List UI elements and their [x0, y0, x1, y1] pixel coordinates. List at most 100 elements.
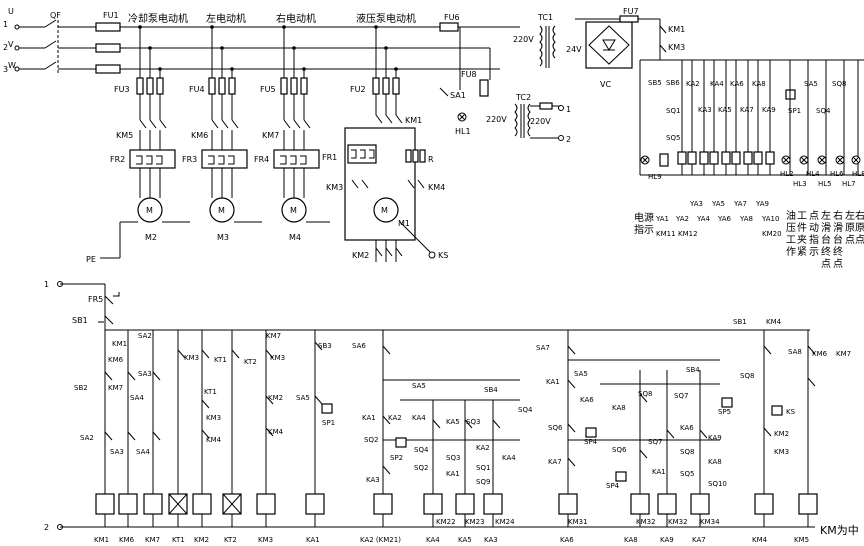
- svg-text:终: 终: [833, 245, 843, 258]
- ka9-rt-label: KA9: [762, 106, 776, 114]
- coil-row: KM1 KM6 KM7 KT1 KM2 KT2 KM3 KA1 KA2 (KM2…: [94, 493, 859, 544]
- svg-text:件: 件: [797, 222, 807, 234]
- svg-text:SQ7: SQ7: [648, 438, 662, 446]
- svg-text:点: 点: [809, 210, 819, 222]
- fu1-label: FU1: [103, 11, 119, 20]
- svg-text:SQ2: SQ2: [414, 464, 428, 472]
- svg-text:SA5: SA5: [412, 382, 426, 390]
- svg-text:SQ8: SQ8: [680, 448, 694, 456]
- svg-text:SQ9: SQ9: [476, 478, 490, 486]
- ya3-label: YA3: [689, 200, 703, 208]
- svg-text:SP1: SP1: [322, 419, 335, 427]
- fu3-label: FU3: [114, 85, 130, 94]
- hl2-label: HL2: [780, 170, 794, 178]
- svg-text:SQ2: SQ2: [364, 436, 378, 444]
- ya4-label: YA4: [696, 215, 711, 223]
- svg-text:原: 原: [845, 222, 855, 234]
- km1-hyd-label: KM1: [405, 116, 422, 125]
- ka8-rt-label: KA8: [752, 80, 766, 88]
- coil-kt1: KT1: [172, 536, 185, 544]
- svg-text:KA4: KA4: [412, 414, 426, 422]
- svg-text:KA8: KA8: [708, 458, 722, 466]
- svg-text:点: 点: [821, 258, 831, 270]
- rail-2-label: 2: [44, 523, 49, 532]
- svg-text:SA7: SA7: [536, 344, 550, 352]
- svg-text:滑: 滑: [821, 222, 831, 234]
- svg-text:KM6: KM6: [812, 350, 828, 358]
- svg-text:SB3: SB3: [318, 342, 332, 350]
- v220-a-label: 220V: [513, 35, 534, 44]
- fu2-label: FU2: [350, 85, 366, 94]
- svg-text:KA3: KA3: [366, 476, 380, 484]
- caption-km11: KM11: [656, 230, 676, 238]
- coil-sub-km31: KM31: [568, 518, 588, 526]
- coil-sub-km24: KM24: [495, 518, 515, 526]
- svg-text:SQ8: SQ8: [638, 390, 652, 398]
- ya6-label: YA6: [717, 215, 732, 223]
- ya1-label: YA1: [655, 215, 669, 223]
- fu6-label: FU6: [444, 13, 460, 22]
- svg-text:KA8: KA8: [612, 404, 626, 412]
- svg-text:油: 油: [786, 209, 796, 222]
- svg-text:SA3: SA3: [110, 448, 124, 456]
- km4-hyd-label: KM4: [428, 183, 445, 192]
- svg-text:SP2: SP2: [390, 454, 403, 462]
- svg-text:工: 工: [797, 211, 807, 222]
- v24-label: 24V: [566, 45, 582, 54]
- ks-label: KS: [438, 251, 448, 260]
- coil-sub-km34: KM34: [700, 518, 720, 526]
- ka2-rt-label: KA2: [686, 80, 700, 88]
- svg-text:KA1: KA1: [652, 468, 666, 476]
- svg-text:KA7: KA7: [548, 458, 562, 466]
- svg-text:SB1: SB1: [733, 318, 747, 326]
- svg-text:台: 台: [833, 233, 843, 246]
- svg-text:KM7: KM7: [108, 384, 123, 392]
- v220-b-label: 220V: [486, 115, 507, 124]
- caption-km12: KM12: [678, 230, 698, 238]
- coil-sub-km32a: KM32: [636, 518, 656, 526]
- svg-text:SB4: SB4: [484, 386, 498, 394]
- coil-ka5: KA5: [458, 536, 472, 544]
- hl4-label: HL4: [806, 170, 820, 178]
- svg-text:SA5: SA5: [574, 370, 588, 378]
- svg-text:SP5: SP5: [718, 408, 731, 416]
- terminal-1-label: 1: [566, 105, 571, 114]
- control-circuit: 1 FR5 SB1 2: [44, 280, 851, 532]
- svg-text:滑: 滑: [833, 222, 843, 234]
- svg-text:KT1: KT1: [204, 388, 217, 396]
- ya8-label: YA8: [739, 215, 753, 223]
- rt-km3-label: KM3: [668, 43, 685, 52]
- svg-text:SB4: SB4: [686, 366, 700, 374]
- coil-km6: KM6: [119, 536, 135, 544]
- svg-text:SP4: SP4: [584, 438, 598, 446]
- svg-text:终: 终: [821, 245, 831, 258]
- svg-text:示: 示: [809, 247, 819, 258]
- svg-text:KA6: KA6: [680, 424, 694, 432]
- motor-m4: [281, 197, 307, 223]
- ka6-rt-label: KA6: [730, 80, 744, 88]
- svg-text:KT2: KT2: [244, 358, 257, 366]
- svg-text:1: 1: [3, 20, 8, 29]
- title-right-motor: 右电动机: [276, 12, 316, 25]
- svg-text:SA2: SA2: [138, 332, 152, 340]
- ya7-label: YA7: [733, 200, 747, 208]
- ya10-label: YA10: [761, 215, 779, 223]
- hl5-label: HL5: [818, 180, 832, 188]
- coil-ka6: KA6: [560, 536, 574, 544]
- fu7-label: FU7: [623, 7, 639, 16]
- svg-text:SA6: SA6: [352, 342, 366, 350]
- coil-ka4: KA4: [426, 536, 440, 544]
- ya5-label: YA5: [711, 200, 725, 208]
- svg-text:SA2: SA2: [80, 434, 94, 442]
- svg-text:KA6: KA6: [580, 396, 594, 404]
- coil-km4: KM4: [752, 536, 768, 544]
- hl1-label: HL1: [455, 127, 471, 136]
- svg-text:KM3: KM3: [206, 414, 221, 422]
- m1-label: M1: [398, 219, 410, 228]
- svg-text:KS: KS: [786, 408, 796, 416]
- caption-km20: KM20: [762, 230, 782, 238]
- svg-text:2: 2: [3, 43, 8, 52]
- svg-text:SA3: SA3: [138, 370, 152, 378]
- svg-text:KM1: KM1: [112, 340, 127, 348]
